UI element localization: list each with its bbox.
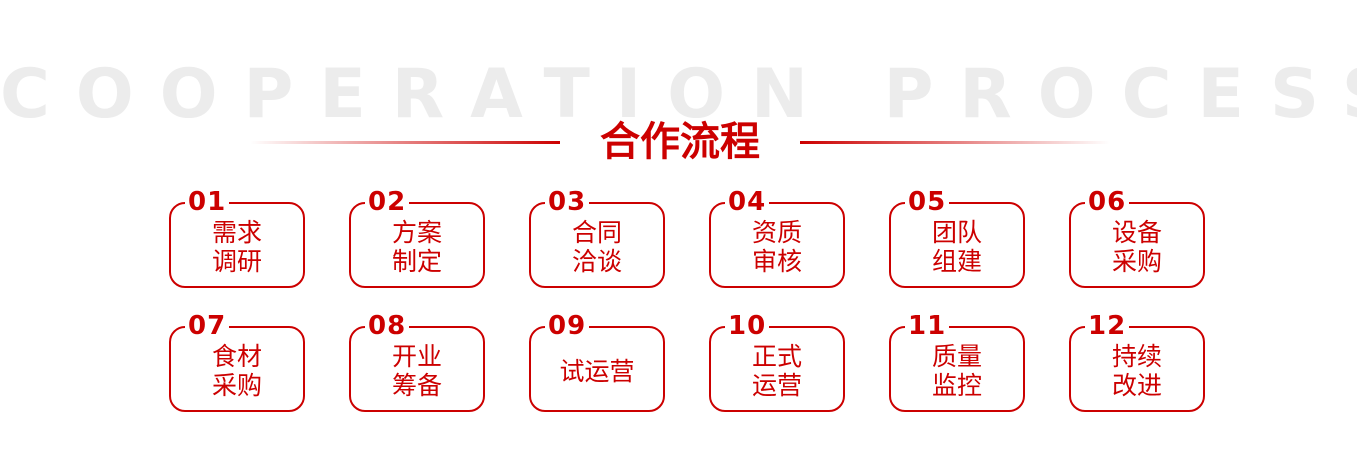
step-number: 06 bbox=[1085, 187, 1130, 217]
process-step-card: 11 质量 监控 bbox=[889, 311, 1025, 412]
process-step-card: 02 方案 制定 bbox=[349, 187, 485, 288]
step-number: 07 bbox=[185, 311, 230, 341]
step-number: 02 bbox=[365, 187, 410, 217]
step-number: 12 bbox=[1085, 311, 1130, 341]
step-number: 03 bbox=[545, 187, 590, 217]
step-number: 04 bbox=[725, 187, 770, 217]
process-step-card: 12 持续 改进 bbox=[1069, 311, 1205, 412]
step-number: 01 bbox=[185, 187, 230, 217]
process-step-card: 04 资质 审核 bbox=[709, 187, 845, 288]
step-label: 方案 制定 bbox=[391, 218, 442, 276]
step-number: 11 bbox=[905, 311, 950, 341]
process-step-card: 01 需求 调研 bbox=[169, 187, 305, 288]
process-step-card: 07 食材 采购 bbox=[169, 311, 305, 412]
process-step-card: 03 合同 洽谈 bbox=[529, 187, 665, 288]
step-label: 持续 改进 bbox=[1111, 342, 1162, 400]
heading-right-line bbox=[800, 141, 1110, 144]
process-step-card: 09 试运营 bbox=[529, 311, 665, 412]
background-title: COOPERATION PROCESS bbox=[0, 55, 1357, 134]
step-label: 合同 洽谈 bbox=[571, 218, 622, 276]
step-label: 开业 筹备 bbox=[391, 342, 442, 400]
step-number: 08 bbox=[365, 311, 410, 341]
heading-row: 合作流程 bbox=[0, 112, 1357, 172]
process-step-card: 08 开业 筹备 bbox=[349, 311, 485, 412]
process-step-card: 10 正式 运营 bbox=[709, 311, 845, 412]
step-label: 正式 运营 bbox=[751, 342, 802, 400]
step-label: 食材 采购 bbox=[211, 342, 262, 400]
process-step-card: 05 团队 组建 bbox=[889, 187, 1025, 288]
step-label: 需求 调研 bbox=[211, 218, 262, 276]
step-label: 资质 审核 bbox=[751, 218, 802, 276]
step-label: 团队 组建 bbox=[931, 218, 982, 276]
heading-left-line bbox=[250, 141, 560, 144]
step-label: 质量 监控 bbox=[931, 342, 982, 400]
step-number: 09 bbox=[545, 311, 590, 341]
page-title: 合作流程 bbox=[600, 119, 760, 165]
step-number: 05 bbox=[905, 187, 950, 217]
step-label: 设备 采购 bbox=[1111, 218, 1162, 276]
step-label: 试运营 bbox=[559, 356, 635, 386]
step-number: 10 bbox=[725, 311, 770, 341]
process-step-card: 06 设备 采购 bbox=[1069, 187, 1205, 288]
